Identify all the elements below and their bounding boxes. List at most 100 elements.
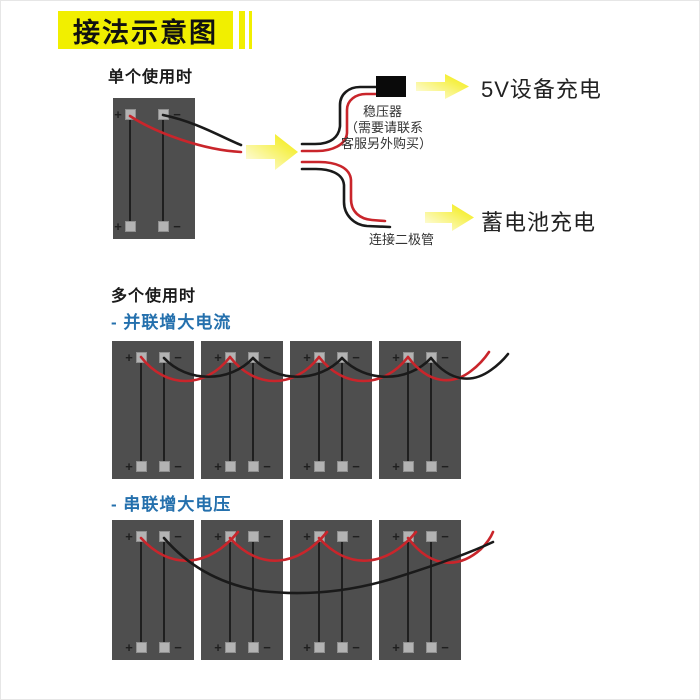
panel-terminal: [402, 530, 414, 542]
multi-use-heading: 多个使用时: [111, 288, 197, 305]
minus-sign: −: [174, 640, 182, 655]
panel-terminal: [224, 530, 236, 542]
panel-terminal: [425, 641, 437, 653]
panel-terminal: [135, 460, 147, 472]
arrow-right-icon: [425, 204, 474, 231]
panel-terminal: [158, 460, 170, 472]
plus-sign: +: [303, 640, 311, 655]
minus-sign: −: [263, 529, 271, 544]
panel-terminal: [157, 220, 169, 232]
panel-terminal: [402, 641, 414, 653]
panel-terminal: [224, 351, 236, 363]
minus-sign: −: [441, 459, 449, 474]
charge-battery-label: 蓄电池充电: [481, 210, 597, 235]
solar-panel-single: + − + −: [113, 98, 195, 239]
plus-sign: +: [392, 529, 400, 544]
panel-terminal: [158, 641, 170, 653]
panel-terminal: [135, 641, 147, 653]
plus-sign: +: [392, 640, 400, 655]
panel-terminal: [402, 460, 414, 472]
panel-cell-line: [229, 362, 231, 461]
panel-terminal: [336, 530, 348, 542]
series-heading: - 串联增大电压: [111, 495, 232, 514]
plus-sign: +: [303, 350, 311, 365]
panel-terminal: [402, 351, 414, 363]
panel-terminal: [135, 530, 147, 542]
plus-sign: +: [303, 529, 311, 544]
panel-cell-line: [430, 541, 432, 642]
charge-5v-label: 5V设备充电: [481, 77, 602, 102]
single-use-heading: 单个使用时: [108, 69, 194, 86]
regulator-note-line1: （需要请联系: [345, 120, 424, 135]
panel-terminal: [224, 460, 236, 472]
panel-cell-line: [318, 362, 320, 461]
panel-terminal: [313, 530, 325, 542]
solar-panel-series-2: +−+−: [201, 520, 283, 660]
plus-sign: +: [392, 459, 400, 474]
panel-terminal: [336, 460, 348, 472]
plus-sign: +: [125, 459, 133, 474]
title-accent-bar: [239, 11, 245, 49]
panel-terminal: [313, 460, 325, 472]
panel-terminal: [124, 220, 136, 232]
solar-panel-series-3: + − + −: [290, 520, 372, 660]
panel-terminal: [336, 641, 348, 653]
panel-terminal: [247, 530, 259, 542]
minus-sign: −: [174, 350, 182, 365]
minus-sign: −: [173, 107, 181, 122]
plus-sign: +: [114, 219, 122, 234]
plus-sign: +: [125, 350, 133, 365]
panel-cell-line: [252, 541, 254, 642]
panel-terminal: [425, 351, 437, 363]
panel-cell-line: [163, 541, 165, 642]
minus-sign: −: [352, 640, 360, 655]
panel-cell-line: [163, 362, 165, 461]
minus-sign: −: [352, 459, 360, 474]
arrow-right-icon: [416, 74, 469, 99]
minus-sign: −: [441, 350, 449, 365]
solar-panel-series-1: + − + −: [112, 520, 194, 660]
plus-sign: +: [214, 529, 222, 544]
panel-terminal: [313, 641, 325, 653]
regulator-box: [376, 76, 406, 97]
panel-terminal: [247, 460, 259, 472]
minus-sign: −: [173, 219, 181, 234]
panel-terminal: [158, 530, 170, 542]
panel-terminal: [158, 351, 170, 363]
minus-sign: −: [263, 459, 271, 474]
panel-cell-line: [407, 362, 409, 461]
solar-panel-series-4: +−+−: [379, 520, 461, 660]
minus-sign: −: [174, 459, 182, 474]
panel-cell-line: [318, 541, 320, 642]
diode-label: 连接二极管: [369, 232, 435, 247]
panel-terminal: [247, 351, 259, 363]
panel-terminal: [336, 351, 348, 363]
panel-cell-line: [341, 362, 343, 461]
plus-sign: +: [114, 107, 122, 122]
plus-sign: +: [303, 459, 311, 474]
minus-sign: −: [174, 529, 182, 544]
solar-panel-parallel-1: + − + −: [112, 341, 194, 479]
minus-sign: −: [441, 529, 449, 544]
panel-terminal: [247, 641, 259, 653]
minus-sign: −: [352, 529, 360, 544]
arrow-right-icon: [246, 134, 298, 170]
minus-sign: −: [352, 350, 360, 365]
panel-cell-line: [162, 119, 164, 221]
panel-terminal: [425, 460, 437, 472]
panel-terminal: [224, 641, 236, 653]
plus-sign: +: [125, 640, 133, 655]
plus-sign: +: [125, 529, 133, 544]
panel-cell-line: [140, 541, 142, 642]
title-accent-bar: [249, 11, 252, 49]
solar-panel-parallel-4: + − + −: [379, 341, 461, 479]
panel-cell-line: [140, 362, 142, 461]
panel-cell-line: [407, 541, 409, 642]
solar-panel-parallel-3: + − + −: [290, 341, 372, 479]
regulator-label: 稳压器: [363, 104, 403, 119]
panel-terminal: [313, 351, 325, 363]
page-title: 接法示意图: [58, 11, 233, 49]
panel-cell-line: [229, 541, 231, 642]
plus-sign: +: [392, 350, 400, 365]
